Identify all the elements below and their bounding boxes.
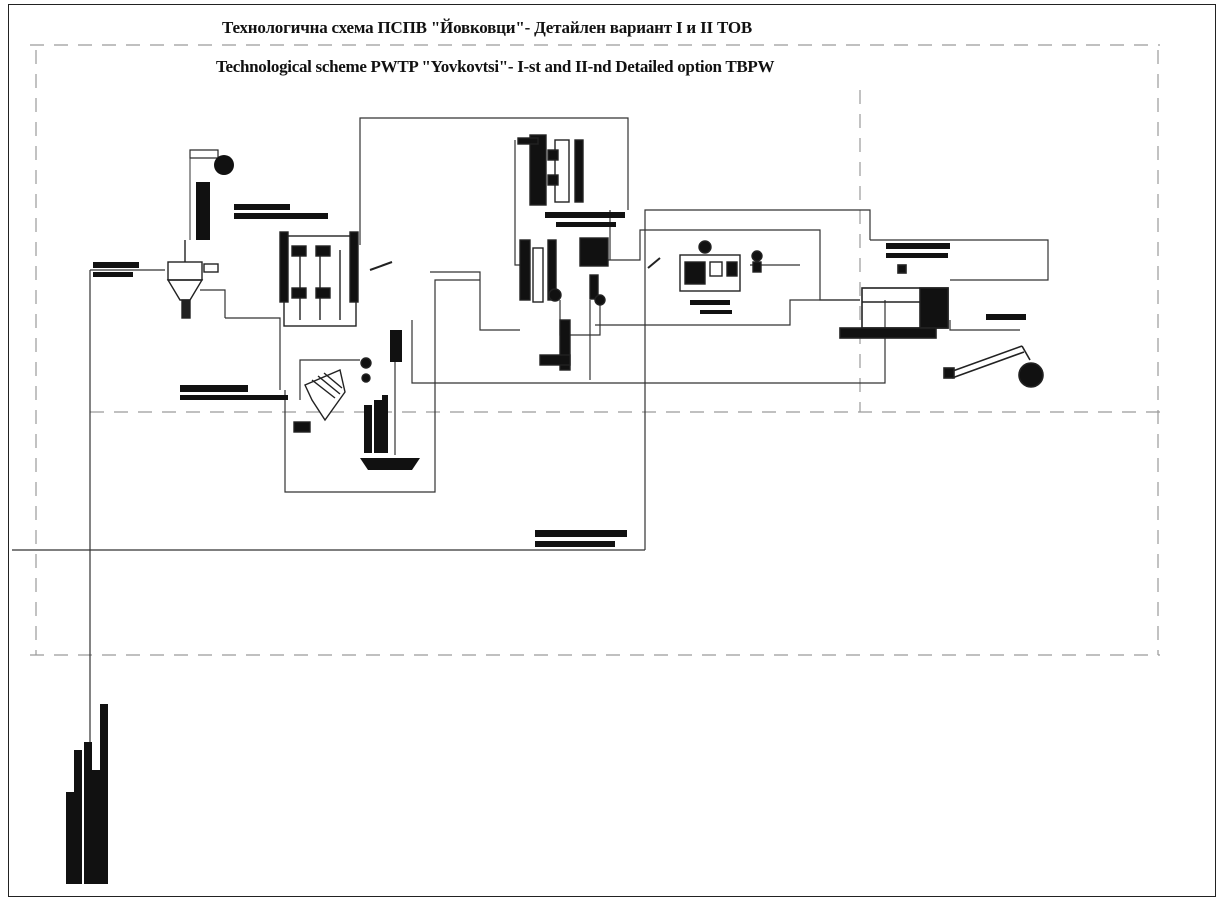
scheme-title-english: Technological scheme PWTP "Yovkovtsi"- I… xyxy=(216,57,775,76)
inlet-clarifier xyxy=(166,240,219,319)
dashed-boundary xyxy=(30,44,1160,656)
flocculation-tanks xyxy=(279,231,393,327)
lamella-settler xyxy=(293,357,372,433)
disinfection-unit xyxy=(647,240,763,292)
legend-bar-stack xyxy=(66,704,108,884)
sludge-conveyor xyxy=(943,345,1044,388)
equipment-tag-labels xyxy=(93,204,1026,547)
drawing-frame xyxy=(8,4,1216,897)
clean-water-reservoir xyxy=(839,264,949,339)
filter-column-upper xyxy=(517,134,584,206)
filter-group-middle xyxy=(519,237,609,371)
process-pipelines xyxy=(12,117,1049,880)
sludge-tank xyxy=(360,330,420,470)
scheme-title-bulgarian: Технологична схема ПСПВ "Йовковци"- Дета… xyxy=(222,18,753,37)
dosing-column xyxy=(189,149,234,240)
